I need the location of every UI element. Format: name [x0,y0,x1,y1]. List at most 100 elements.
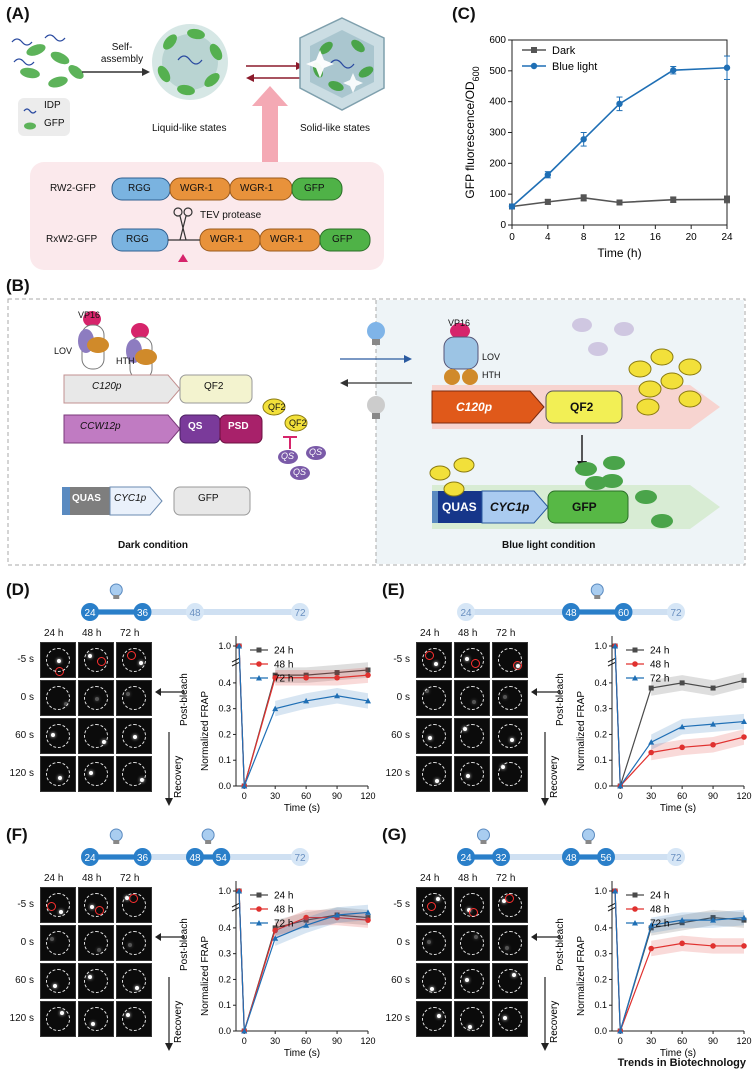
data-point [679,723,686,730]
frap-micrograph [416,642,452,678]
data-point [648,749,654,756]
qf2-mol-a: QF2 [268,402,286,412]
frap-micrograph [78,680,114,716]
rw2-wgr1-a: WGR-1 [180,183,214,194]
bleach-roi [127,651,136,660]
timeline-node [81,848,99,866]
x-tick-label: 24 [721,232,733,243]
y-tick-label: 0.4 [594,678,607,688]
post-bleach-label: Post-bleach [179,673,190,726]
y-tick-label: 0.2 [594,974,607,984]
time-col-header: 24 h [44,873,64,884]
y-tick-label: 0.3 [218,704,231,714]
hth-label-blue: HTH [482,370,501,380]
data-point [710,721,717,727]
frap-micrograph [454,718,490,754]
y-tick-label: 0.1 [594,1000,607,1010]
panel-a-illustration [11,17,385,270]
error-band [651,729,744,761]
bleach-roi [505,894,514,903]
data-point [365,667,371,673]
error-band [651,713,744,750]
self-assembly-label: Self- assembly [100,42,144,65]
time-col-header: 72 h [496,628,516,639]
y-tick-label: 200 [489,158,506,169]
time-row-label: -5 s [17,899,34,910]
x-tick-label: 0 [242,791,247,801]
x-tick-label: 90 [708,1036,718,1046]
time-row-label: 120 s [9,1013,34,1024]
frap-micrograph [454,680,490,716]
timeline-node [133,603,152,621]
frap-micrograph [116,963,152,999]
legend-label: 48 h [650,905,669,916]
frap-micrograph [492,887,528,923]
y-tick-label: 0.3 [594,704,607,714]
legend-label: 48 h [274,660,293,671]
qf2-mol-b: QF2 [289,418,307,428]
frap-micrograph [454,756,490,792]
timeline-label: 36 [137,853,149,864]
recovery-label: Recovery [549,756,560,798]
frap-micrograph [492,680,528,716]
data-point [741,677,747,683]
y-tick-label: 1.0 [594,886,607,896]
data-point [272,935,279,941]
data-point [272,674,278,681]
timeline-label: 60 [618,608,630,619]
time-row-label: -5 s [393,899,410,910]
idp-icon [23,108,37,114]
panel-e-letter: (E) [382,580,405,599]
data-point [741,943,747,949]
time-row-label: 120 s [385,768,410,779]
post-bleach-label: Post-bleach [179,918,190,971]
bleach-roi [425,651,434,660]
qs-mol-b: QS [309,447,323,457]
timeline-label: 56 [600,853,612,864]
error-band [275,667,368,686]
timeline-label: 32 [495,853,507,864]
frap-micrograph [40,642,76,678]
data-point [710,741,716,748]
timeline-node [291,603,309,621]
time-col-header: 72 h [120,628,140,639]
x-tick-label: 30 [646,791,656,801]
rxw2-wgr1-a: WGR-1 [210,234,244,245]
lov-label-dark: LOV [54,346,73,356]
timeline-label: 72 [670,853,682,864]
time-row-label: -5 s [17,654,34,665]
post-bleach-label: Post-bleach [555,918,566,971]
y-tick-label: 0.1 [594,755,607,765]
rw2-rgg: RGG [128,183,151,194]
data-point [365,672,371,678]
data-point [648,922,655,928]
x-tick-label: 30 [646,1036,656,1046]
frap-micrograph [416,680,452,716]
y-axis-label: Normalized FRAP [576,691,587,771]
time-row-label: 120 s [9,768,34,779]
timeline-label: 72 [294,608,306,619]
x-tick-label: 30 [270,791,280,801]
data-point [670,67,677,74]
frap-micrograph [78,887,114,923]
timeline-label: 36 [137,608,149,619]
frap-micrograph [416,963,452,999]
bleach-roi [97,657,106,666]
idp-label: IDP [44,100,61,111]
legend-label: 72 h [650,674,669,685]
frap-micrograph [40,925,76,961]
legend-label: 48 h [274,905,293,916]
data-point [679,680,685,686]
timeline-node [186,603,204,621]
time-row-label: 60 s [391,975,410,986]
data-point [679,940,685,947]
x-tick-label: 60 [301,1036,311,1046]
legend-label: 24 h [650,646,669,657]
x-tick-label: 90 [332,1036,342,1046]
data-point [648,925,654,931]
